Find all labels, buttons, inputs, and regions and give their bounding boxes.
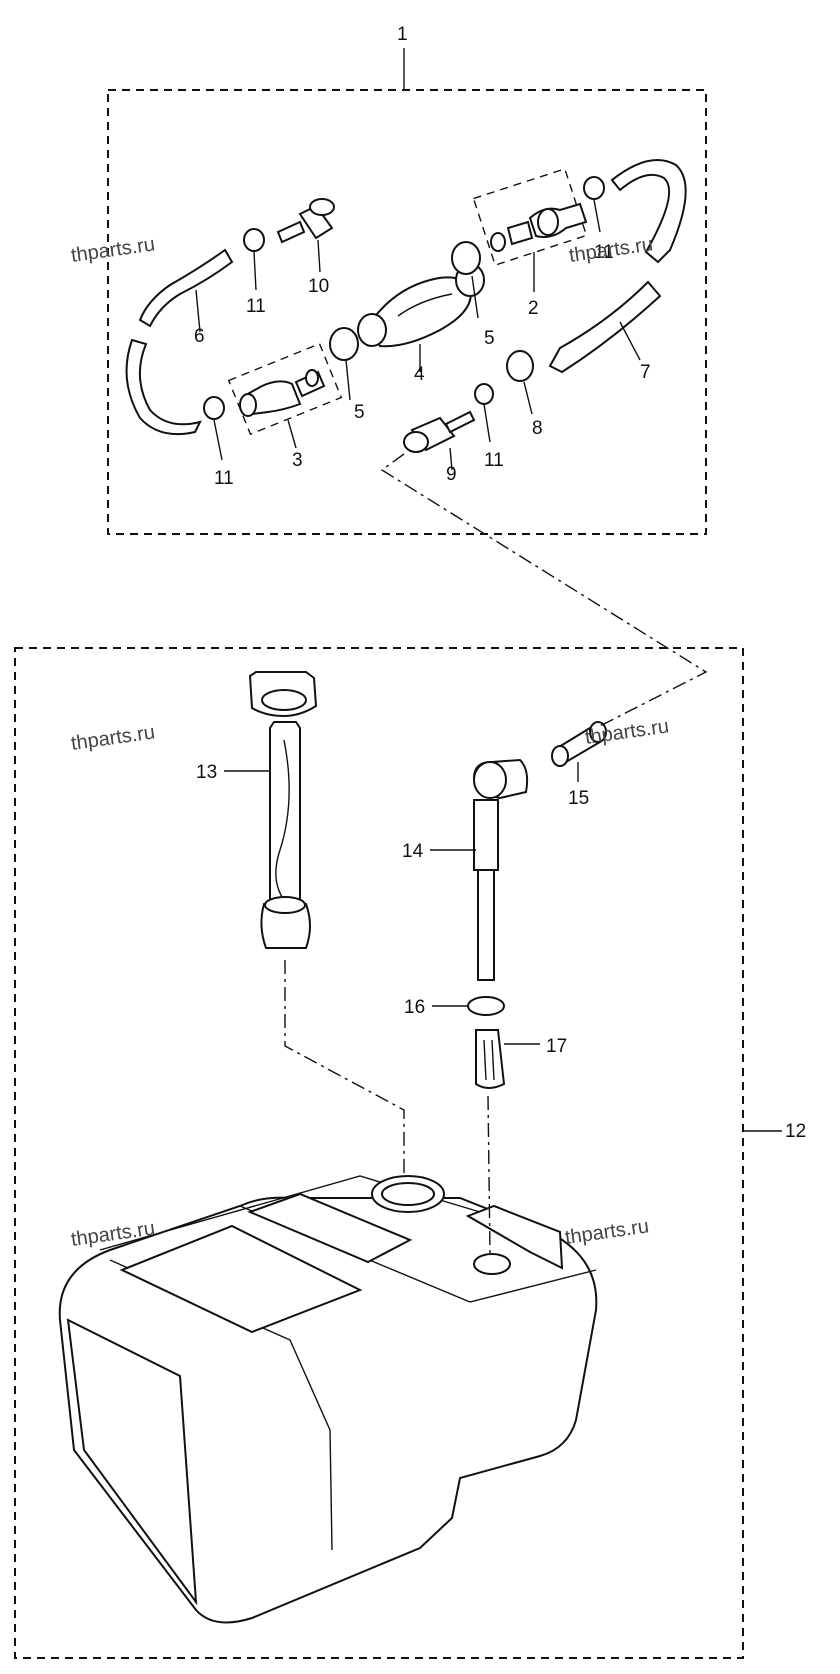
hose-part-7	[548, 159, 687, 374]
callout-17: 17	[546, 1036, 567, 1057]
leader-lines	[195, 199, 641, 1045]
callout-14: 14	[402, 841, 424, 862]
clamp-part-5b	[451, 241, 481, 275]
clip-part-11c	[474, 383, 494, 405]
primer-bulb-part-4	[357, 263, 485, 348]
o-ring-part-16	[467, 996, 505, 1016]
callout-16: 16	[404, 997, 425, 1018]
callout-5a: 5	[354, 402, 365, 423]
callout-2: 2	[528, 298, 539, 319]
connector-part-2	[472, 167, 588, 267]
callout-10: 10	[308, 276, 329, 297]
clip-part-11d	[583, 176, 605, 200]
fuel-line-assembly-box	[107, 89, 707, 535]
callout-12: 12	[785, 1121, 806, 1142]
watermark: thparts.ru	[564, 1215, 651, 1249]
fitting-part-15	[551, 721, 607, 767]
fitting-part-10	[276, 198, 335, 244]
callout-8: 8	[532, 418, 543, 439]
fitting-part-9	[403, 410, 476, 453]
callout-9: 9	[446, 464, 457, 485]
watermark: thparts.ru	[70, 721, 157, 755]
callout-6: 6	[194, 326, 205, 347]
connector-part-3	[227, 342, 343, 436]
callout-1: 1	[397, 24, 408, 45]
clip-part-8	[506, 350, 534, 382]
routing-line-9-to-15	[380, 453, 708, 727]
routing-line-13-to-tank	[284, 960, 405, 1176]
callout-13: 13	[196, 762, 217, 783]
hose-part-6	[125, 248, 234, 436]
callout-11c: 11	[484, 450, 504, 471]
watermark: thparts.ru	[70, 233, 157, 267]
fuel-gauge-part-13	[248, 671, 318, 949]
filter-part-17	[475, 1029, 506, 1089]
callout-11d: 11	[594, 242, 614, 263]
watermark: thparts.ru	[584, 715, 671, 749]
callout-7: 7	[640, 362, 651, 383]
callout-5b: 5	[484, 328, 495, 349]
clip-part-11a	[243, 228, 265, 252]
callout-3: 3	[292, 450, 303, 471]
callout-11b: 11	[214, 468, 234, 489]
callout-4: 4	[414, 364, 425, 385]
fuel-tank	[58, 1175, 598, 1624]
callout-11a: 11	[246, 296, 266, 317]
clamp-part-5a	[329, 327, 359, 361]
callout-15: 15	[568, 788, 589, 809]
clip-part-11b	[203, 396, 225, 420]
fuel-tank-assembly-box	[14, 647, 744, 1659]
pickup-tube-part-14	[472, 758, 529, 981]
